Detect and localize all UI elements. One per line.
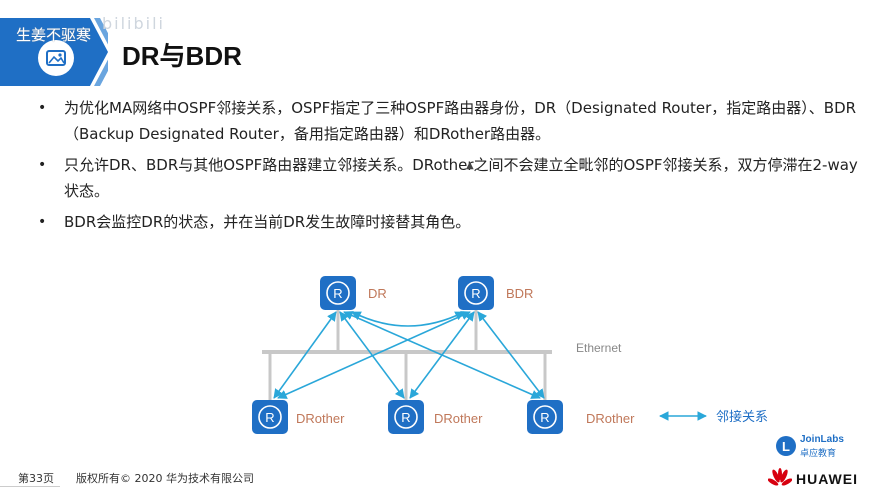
- joinlabs-logo: L JoinLabs 卓应教育: [776, 434, 846, 460]
- svg-text:L: L: [782, 439, 790, 454]
- router-label: DRother: [434, 411, 483, 426]
- legend-adjacency: 邻接关系: [659, 409, 768, 425]
- site-watermark: bilibili: [102, 14, 165, 33]
- legend-label: 邻接关系: [716, 409, 768, 425]
- router-label: DR: [368, 286, 387, 301]
- picture-icon: [38, 40, 74, 76]
- bullet-item: • 只允许DR、BDR与其他OSPF路由器建立邻接关系。DRother之间不会建…: [38, 152, 858, 204]
- uploader-watermark: 生姜不驱寒: [16, 26, 92, 44]
- bullet-dot: •: [38, 100, 47, 116]
- mouse-cursor-icon: ▲: [466, 160, 474, 171]
- router-glyph: R: [471, 286, 480, 301]
- router-label: DRother: [296, 411, 345, 426]
- huawei-wordmark: HUAWEI: [796, 471, 858, 487]
- bullet-item: • 为优化MA网络中OSPF邻接关系，OSPF指定了三种OSPF路由器身份，DR…: [38, 95, 858, 147]
- joinlabs-name: JoinLabs: [800, 434, 844, 445]
- bullet-item: • BDR会监控DR的状态，并在当前DR发生故障时接替其角色。: [38, 209, 858, 235]
- bullet-list: • 为优化MA网络中OSPF邻接关系，OSPF指定了三种OSPF路由器身份，DR…: [38, 95, 858, 240]
- router-glyph: R: [333, 286, 342, 301]
- page-number: 第33页: [18, 472, 54, 485]
- router-label: DRother: [586, 411, 635, 426]
- router-dr: R: [320, 276, 356, 310]
- bullet-text: 只允许DR、BDR与其他OSPF路由器建立邻接关系。DRother之间不会建立全…: [64, 156, 858, 200]
- router-drother-3: R: [527, 400, 563, 434]
- router-glyph: R: [540, 410, 549, 425]
- huawei-logo: HUAWEI: [768, 468, 868, 490]
- router-bdr: R: [458, 276, 494, 310]
- bullet-dot: •: [38, 157, 47, 173]
- slide-title: DR与BDR: [122, 41, 242, 71]
- bullet-text: 为优化MA网络中OSPF邻接关系，OSPF指定了三种OSPF路由器身份，DR（D…: [64, 99, 857, 143]
- ethernet-label: Ethernet: [576, 341, 622, 355]
- bullet-dot: •: [38, 214, 47, 230]
- router-label: BDR: [506, 286, 533, 301]
- router-drother-2: R: [388, 400, 424, 434]
- bullet-text: BDR会监控DR的状态，并在当前DR发生故障时接替其角色。: [64, 213, 471, 231]
- huawei-flower-icon: [768, 468, 792, 486]
- router-drother-1: R: [252, 400, 288, 434]
- router-glyph: R: [265, 410, 274, 425]
- adjacency-links: [273, 311, 545, 399]
- joinlabs-subtitle: 卓应教育: [800, 449, 837, 459]
- joinlabs-icon: L: [776, 436, 796, 456]
- copyright: 版权所有© 2020 华为技术有限公司: [76, 472, 254, 485]
- router-glyph: R: [401, 410, 410, 425]
- footer-divider: [0, 486, 60, 487]
